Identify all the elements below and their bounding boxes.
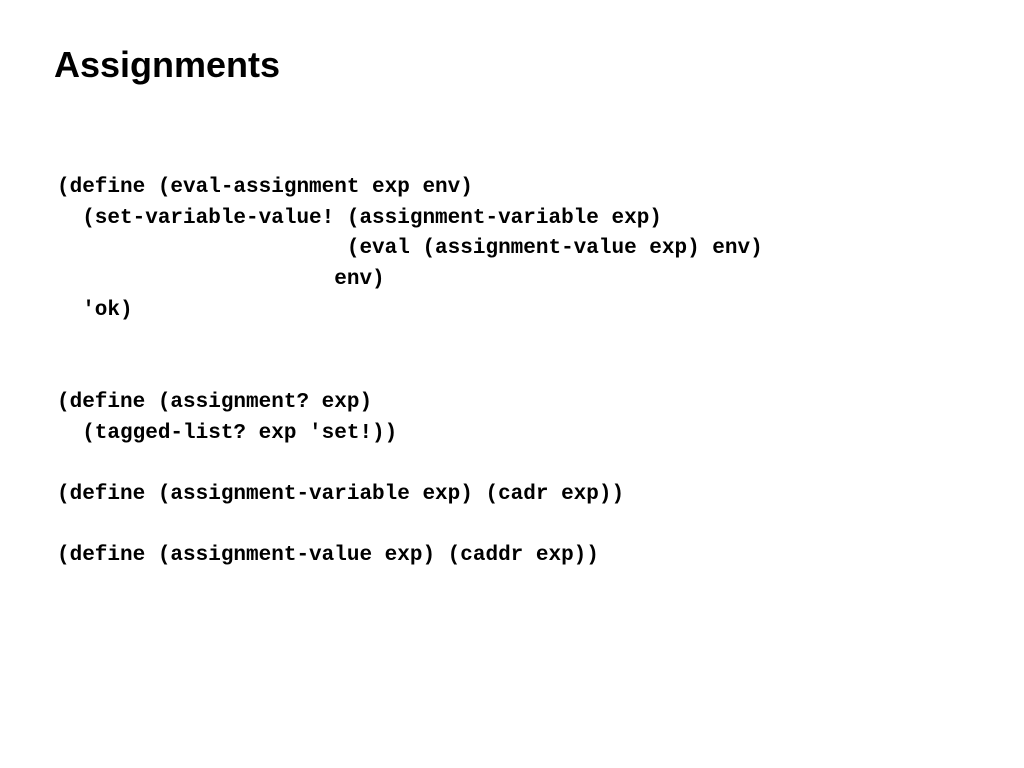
code-block-eval-assignment: (define (eval-assignment exp env) (set-v… [57, 173, 763, 326]
code-line: (define (assignment-value exp) (caddr ex… [57, 544, 599, 567]
code-line: (define (assignment? exp) [57, 391, 373, 414]
code-line: (tagged-list? exp 'set!)) [57, 421, 398, 445]
code-block-assignment-predicate: (define (assignment? exp) (tagged-list? … [57, 388, 397, 449]
code-line: (define (eval-assignment exp env) [57, 176, 473, 199]
code-line: (define (assignment-variable exp) (cadr … [57, 483, 625, 506]
code-block-assignment-variable: (define (assignment-variable exp) (cadr … [57, 480, 624, 511]
slide-title: Assignments [54, 44, 281, 85]
code-line: (set-variable-value! (assignment-variabl… [57, 206, 662, 230]
code-line: (eval (assignment-value exp) env) [57, 237, 763, 261]
code-line: env) [57, 268, 385, 292]
code-block-assignment-value: (define (assignment-value exp) (caddr ex… [57, 541, 599, 572]
code-line: 'ok) [57, 298, 133, 322]
